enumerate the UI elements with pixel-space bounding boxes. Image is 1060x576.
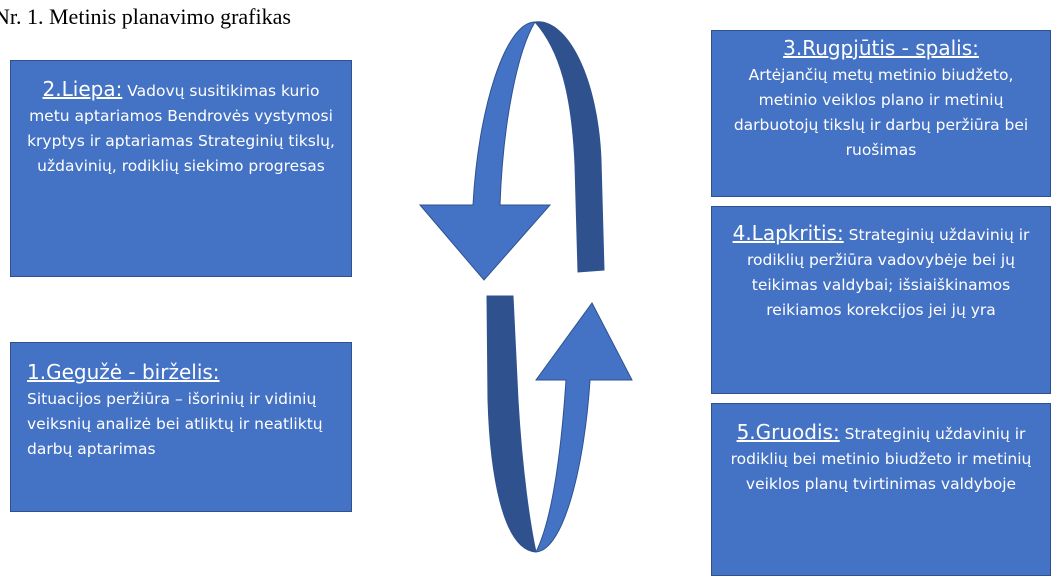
box-may-june-heading: 1.Gegužė - birželis: bbox=[27, 360, 220, 384]
bottom-arrow-back-face bbox=[486, 295, 537, 553]
box-aug-oct-heading: 3.Rugpjūtis - spalis: bbox=[783, 36, 979, 60]
box-aug-oct: 3.Rugpjūtis - spalis: Artėjančių metų me… bbox=[711, 30, 1051, 197]
box-aug-oct-text: Artėjančių metų metinio biudžeto, metini… bbox=[733, 66, 1029, 159]
box-november-content: 4.Lapkritis: Strateginių uždavinių ir ro… bbox=[720, 221, 1042, 323]
box-july: 2.Liepa: Vadovų susitikimas kurio metu a… bbox=[10, 60, 352, 277]
box-december-text: Strateginių uždavinių ir rodiklių bei me… bbox=[730, 425, 1032, 493]
curved-arrow-down-left-icon bbox=[418, 21, 605, 281]
box-december-heading: 5.Gruodis: bbox=[736, 420, 840, 444]
curved-arrow-up-right-icon bbox=[486, 295, 633, 553]
box-july-content: 2.Liepa: Vadovų susitikimas kurio metu a… bbox=[25, 77, 337, 179]
box-may-june-text: Situacijos peržiūra – išorinių ir vidini… bbox=[27, 390, 323, 458]
box-december-content: 5.Gruodis: Strateginių uždavinių ir rodi… bbox=[720, 420, 1042, 497]
bottom-arrow-front-face bbox=[535, 302, 633, 553]
box-may-june: 1.Gegužė - birželis: Situacijos peržiūra… bbox=[10, 342, 352, 512]
box-july-heading: 2.Liepa: bbox=[42, 77, 123, 101]
box-november-heading: 4.Lapkritis: bbox=[732, 221, 844, 245]
top-arrow-front-face bbox=[418, 21, 552, 281]
box-july-text: Vadovų susitikimas kurio metu aptariamos… bbox=[27, 82, 335, 175]
box-december: 5.Gruodis: Strateginių uždavinių ir rodi… bbox=[711, 403, 1051, 576]
figure-caption: Nr. 1. Metinis planavimo grafikas bbox=[0, 4, 291, 29]
box-november-text: Strateginių uždavinių ir rodiklių peržiū… bbox=[746, 226, 1030, 319]
top-arrow-back-face bbox=[533, 21, 605, 273]
box-november: 4.Lapkritis: Strateginių uždavinių ir ro… bbox=[711, 206, 1051, 394]
